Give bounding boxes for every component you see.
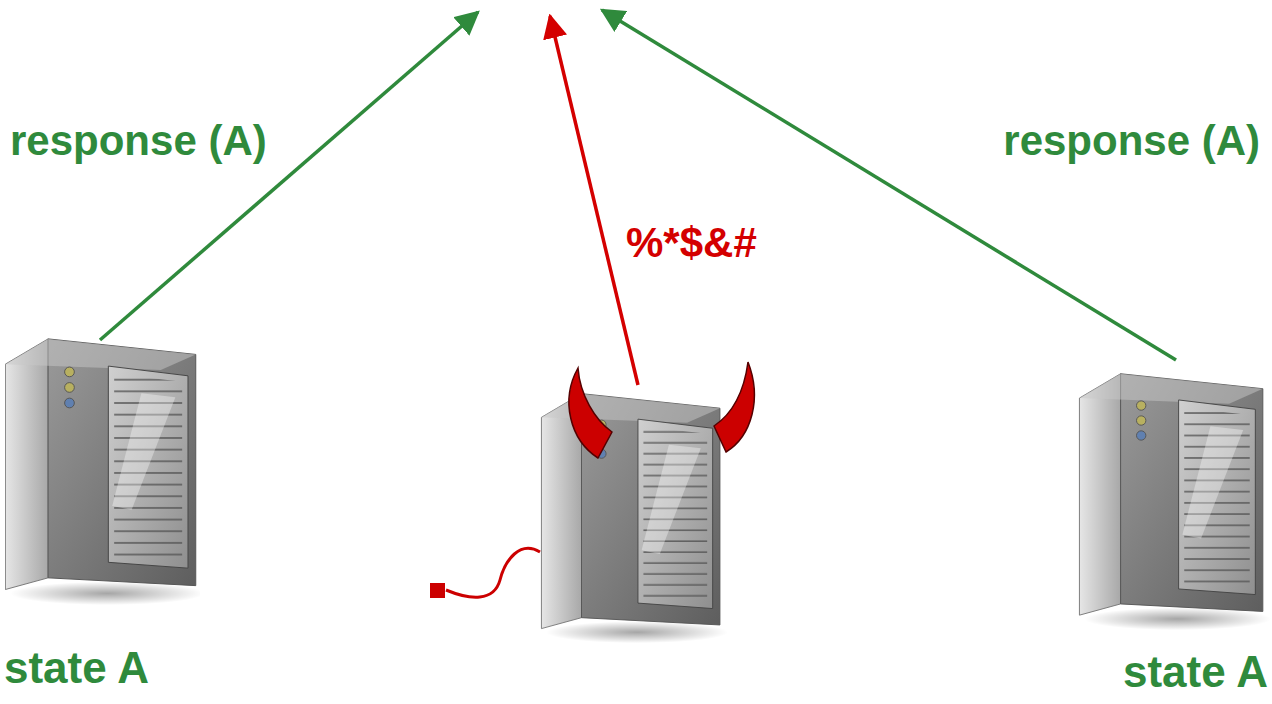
server-node: state A — [0, 330, 215, 692]
server — [5, 339, 204, 605]
response-label: response (A) — [999, 118, 1264, 164]
devil-horn — [569, 368, 612, 458]
devil-tail — [446, 548, 540, 597]
garbage-label: %*$&# — [622, 220, 761, 266]
server — [1079, 374, 1271, 630]
garbage-arrow — [550, 16, 638, 385]
response-label: response (A) — [6, 118, 271, 164]
response-arrow — [100, 12, 478, 340]
state-label: state A — [0, 644, 153, 692]
devil-tail-tip — [430, 583, 445, 598]
server-node: state A — [1056, 360, 1272, 696]
server — [541, 394, 728, 644]
state-label: state A — [1119, 648, 1272, 696]
response-arrow — [602, 10, 1176, 360]
devil-horn — [714, 362, 754, 452]
